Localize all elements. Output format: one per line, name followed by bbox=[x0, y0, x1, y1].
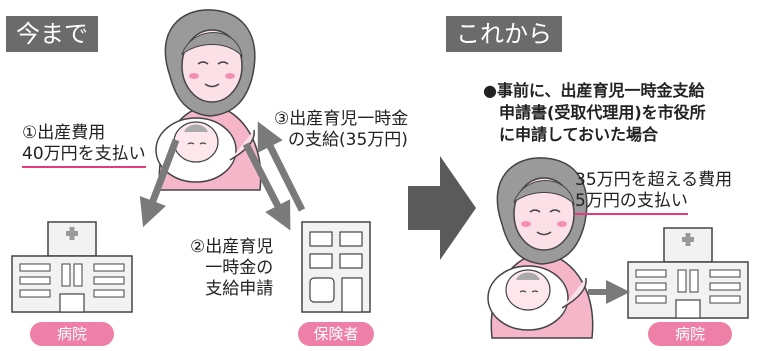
hospital-label: 病院 bbox=[30, 322, 114, 346]
left-title: 今まで bbox=[6, 16, 98, 52]
arrow-payment bbox=[139, 138, 180, 228]
office-building-icon bbox=[301, 221, 371, 313]
step3-text: ③出産育児一時金 の支給(35万円) bbox=[274, 109, 409, 150]
arrow-application bbox=[242, 142, 291, 231]
right-chevron-arrow-icon bbox=[408, 156, 476, 260]
hospital-building-icon bbox=[11, 221, 133, 313]
arrow-payout bbox=[257, 121, 306, 212]
right-title: これから bbox=[446, 16, 562, 52]
step1-text: ①出産費用 40万円を支払い bbox=[22, 123, 146, 168]
condition-text: ●事前に、出産育児一時金支給 申請書(受取代理用)を市役所 に申請しておいた場合 bbox=[483, 81, 706, 144]
mother-baby-icon bbox=[155, 9, 262, 191]
cost-text: 35万円を超える費用 5万円の支払い bbox=[575, 170, 732, 215]
hospital-label-right: 病院 bbox=[648, 322, 732, 346]
insurer-label: 保険者 bbox=[298, 322, 374, 346]
hospital-building-icon bbox=[627, 227, 749, 319]
step2-text: ②出産育児 一時金の 支給申請 bbox=[190, 237, 274, 299]
